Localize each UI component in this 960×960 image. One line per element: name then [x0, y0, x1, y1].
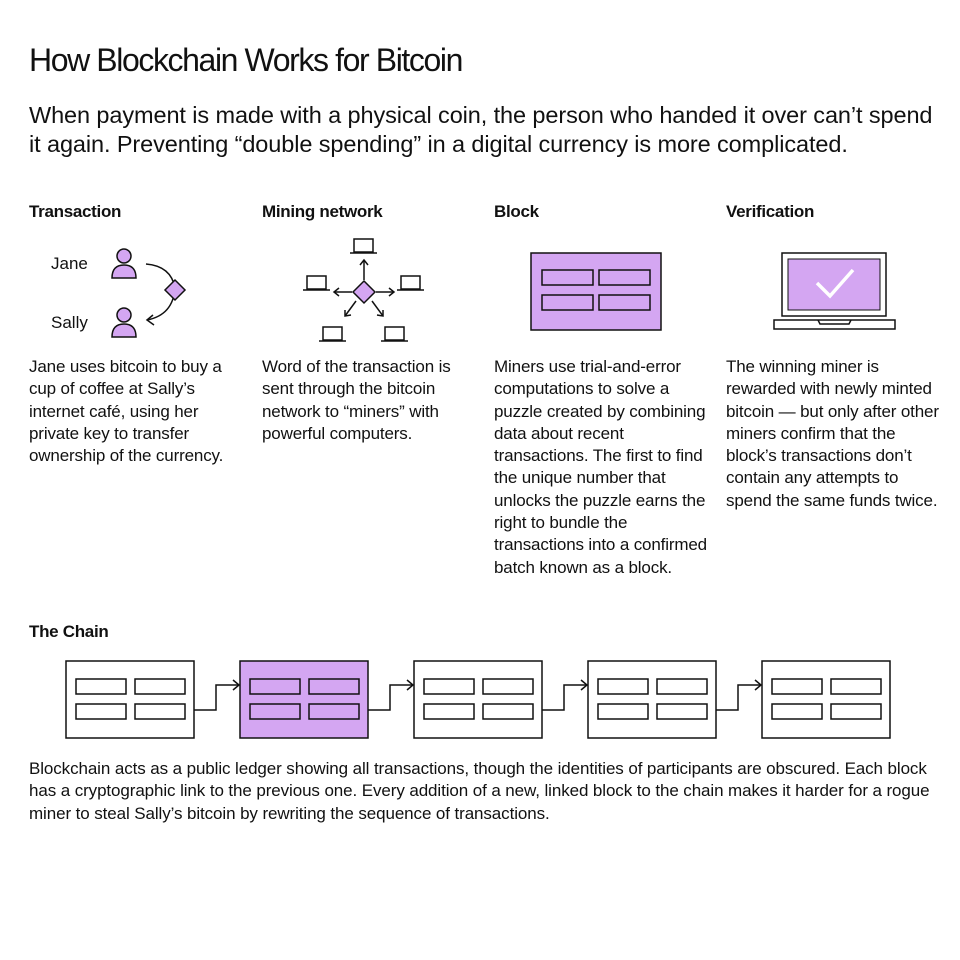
two-users-exchange-icon: Jane Sally — [51, 248, 187, 338]
footer-paragraph: Blockchain acts as a public ledger showi… — [29, 759, 930, 823]
step-description: Miners use trial-and-error computations … — [494, 357, 707, 577]
laptop-icon — [319, 326, 346, 342]
chain-link-arrow — [716, 679, 763, 711]
chain-heading: The Chain — [29, 622, 109, 641]
step-description: Word of the transaction is sent through … — [262, 357, 451, 443]
jane-user-icon — [111, 248, 137, 279]
jane-label: Jane — [51, 254, 88, 273]
step-description: The winning miner is rewarded with newly… — [726, 357, 939, 510]
transaction-diamond-icon — [351, 279, 377, 305]
block-icon — [530, 252, 662, 331]
step-verification: Verification The winning miner is reward… — [726, 200, 948, 510]
intro-paragraph: When payment is made with a physical coi… — [29, 102, 933, 157]
chain-block — [239, 660, 369, 739]
chain-link-arrow — [194, 679, 241, 711]
laptop-icon — [350, 238, 377, 254]
step-block: Block Miners use trial-and-error computa… — [494, 200, 716, 577]
blockchain-diagram — [65, 660, 891, 739]
step-transaction: Transaction Jane uses bitcoin to buy a c… — [29, 200, 251, 465]
laptop-icon — [303, 275, 330, 291]
laptop-checkmark-icon — [773, 252, 896, 330]
transaction-diamond-icon — [163, 278, 187, 302]
broadcast-arrows — [332, 258, 396, 317]
laptop-icon — [397, 275, 424, 291]
chain-block — [587, 660, 717, 739]
chain-block — [65, 660, 195, 739]
chain-block — [413, 660, 543, 739]
chain-block — [761, 660, 891, 739]
page-title: How Blockchain Works for Bitcoin — [29, 42, 463, 78]
step-heading: Block — [494, 202, 539, 221]
step-description: Jane uses bitcoin to buy a cup of coffee… — [29, 357, 224, 466]
step-heading: Transaction — [29, 202, 122, 221]
chain-link-arrow — [542, 679, 589, 711]
step-mining-network: Mining network Word of the transaction i… — [262, 200, 484, 443]
step-heading: Mining network — [262, 202, 383, 221]
checkmark-icon — [815, 268, 855, 299]
step-heading: Verification — [726, 202, 815, 221]
sally-user-icon — [111, 307, 137, 338]
chain-link-arrow — [368, 679, 415, 711]
laptop-icon — [381, 326, 408, 342]
network-broadcast-icon — [303, 238, 424, 342]
sally-label: Sally — [51, 313, 88, 332]
